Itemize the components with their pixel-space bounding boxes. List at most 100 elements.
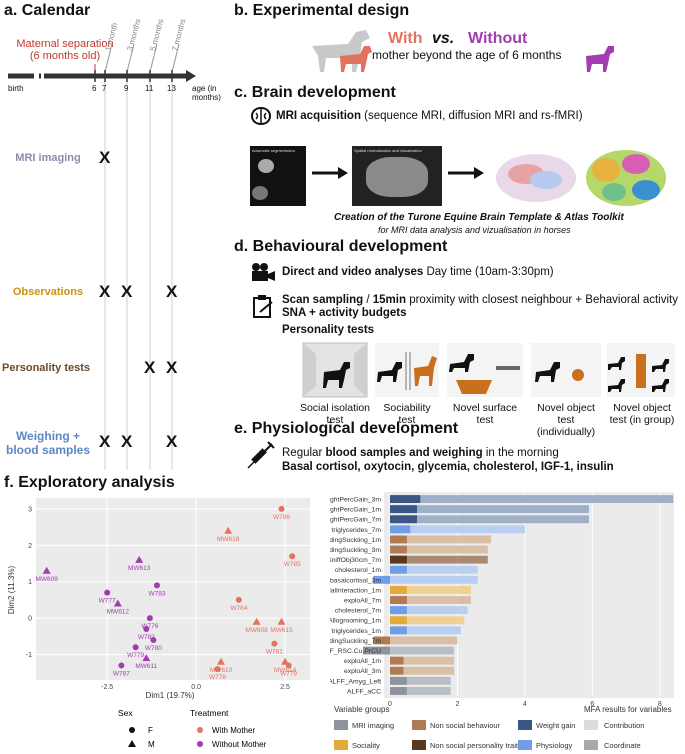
contribution-bar — [390, 646, 455, 655]
bar-category-label: exploAll_1m — [344, 658, 381, 665]
legend-sex-f-marker — [129, 727, 135, 733]
section-title-brain: c. Brain development — [234, 84, 396, 101]
bar-category-label: ALFF_RSC.Cu.PrCU — [330, 648, 381, 655]
scatter-ytick: 2 — [28, 543, 32, 550]
scatter-point-w778 — [214, 666, 221, 673]
variable-groups-title: Variable groups — [334, 705, 389, 714]
coordinate-bar — [390, 596, 407, 604]
mark-obs-13: X — [166, 282, 178, 301]
scatter-point-label: W777 — [99, 598, 116, 605]
legend-swatch-non-social-behaviour — [412, 720, 426, 730]
novel-object-individual-picto — [531, 343, 601, 397]
legend-group-label: Physiology — [536, 741, 573, 750]
tick-9: 9 — [124, 84, 129, 93]
scatter-point-w777 — [104, 589, 111, 596]
mfa-variables-plot: 02468weightPercGain_3mweightPercGain_1mw… — [330, 492, 674, 750]
scatter-panel — [36, 498, 310, 680]
contribution-bar — [390, 676, 451, 685]
bar-category-label: playingAllogrooming_1m — [330, 618, 381, 625]
bar-xtick: 2 — [455, 701, 459, 708]
test-novel-object-group: Novel object test (in group) — [609, 402, 675, 426]
coordinate-bar — [390, 505, 417, 514]
mfa-item-label: Contribution — [604, 721, 644, 730]
scatter-point-w776 — [146, 615, 153, 622]
birth-label: birth — [8, 84, 24, 93]
coordinate-bar — [390, 626, 407, 635]
contribution-bar — [390, 626, 461, 635]
mark-mri-7: X — [99, 148, 111, 167]
bar-category-label: feedingSuckling_1m — [330, 537, 381, 544]
contribution-bar — [390, 545, 488, 554]
contribution-bar — [390, 495, 674, 503]
sociability-picto — [375, 343, 439, 397]
direct-analyses: Direct and video analyses Day time (10am… — [282, 266, 554, 278]
scatter-point-label: W784 — [230, 605, 247, 612]
test-novel-surface: Novel surface test — [452, 402, 518, 426]
legend-group-label: MRI imaging — [352, 721, 394, 730]
design-without: Without — [468, 30, 528, 47]
bar-category-label: triglycerides_1m — [332, 628, 382, 635]
row-label-weighing: Weighing + blood samples — [5, 429, 91, 457]
bar-category-label: basalcortisol_3m — [330, 577, 381, 584]
contribution-bar — [390, 596, 471, 604]
age-axis-label: age (in months) — [192, 84, 221, 102]
legend-group-label: Sociality — [352, 741, 380, 750]
novel-object-group-picto — [607, 343, 675, 397]
scatter-point-label: W787 — [113, 670, 130, 677]
scatter-point-w785 — [289, 553, 296, 560]
section-title-physio: e. Physiological development — [234, 420, 459, 437]
scatter-point-label: W776 — [141, 623, 158, 630]
scatter-ytick: 1 — [28, 579, 32, 586]
contribution-bar — [390, 505, 589, 514]
scatter-point-w780 — [150, 636, 157, 643]
scatter-point-label: W778 — [209, 674, 226, 681]
arrow-right-icon — [312, 167, 348, 179]
mark-pers-11: X — [144, 358, 156, 377]
row-label-mri: MRI imaging — [15, 152, 81, 164]
foal-without-mother-icon — [586, 46, 614, 72]
arrow-right-icon-2 — [448, 167, 484, 179]
section-title-behaviour: d. Behavioural development — [234, 238, 448, 255]
scatter-point-mw612 — [113, 599, 122, 607]
normalization-image: Spatial normalization and visualization — [352, 146, 442, 206]
bar-category-label: exploAll_3m — [344, 668, 381, 675]
bar-category-label: ALFF_aCC — [347, 688, 381, 695]
mfa-results-title: MFA results for variables — [584, 705, 672, 714]
bar-category-label: ALFF_Amyg_Left — [330, 678, 381, 685]
row-label-observations: Observations — [12, 286, 84, 298]
coordinate-bar — [390, 565, 407, 574]
contribution-bar — [390, 666, 455, 675]
scatter-point-label: W782 — [138, 634, 155, 641]
mark-pers-13: X — [166, 358, 178, 377]
coordinate-bar — [390, 676, 407, 685]
scatter-point-label: W779 — [280, 670, 297, 677]
contribution-bar — [390, 535, 492, 544]
scatter-point-w779 — [132, 644, 139, 651]
bar-category-label: weightPercGain_7m — [330, 517, 381, 524]
section-title-exploratory: f. Exploratory analysis — [4, 474, 175, 491]
coordinate-bar — [390, 525, 411, 534]
mark-obs-9: X — [121, 282, 133, 301]
legend-without-mother-marker — [197, 741, 203, 747]
scatter-point-label: W779 — [127, 652, 144, 659]
scatter-point-w781 — [271, 640, 278, 647]
bar-category-label: weightPercGain_1m — [330, 507, 381, 514]
sna-budgets: SNA + activity budgets — [282, 307, 407, 319]
mark-weigh-13: X — [166, 432, 178, 451]
coordinate-bar — [363, 646, 390, 655]
scatter-point-mw613 — [135, 555, 144, 563]
atlas-caption: Creation of the Turone Equine Brain Temp… — [334, 212, 624, 223]
tick-11: 11 — [145, 84, 154, 93]
video-camera-icon — [252, 263, 275, 281]
scatter-point-mw614 — [281, 657, 290, 665]
legend-sex-f: F — [148, 726, 153, 735]
scatter-point-label: MW614 — [274, 667, 297, 674]
coordinate-bar — [390, 535, 407, 544]
bar-category-label: groupObjectLatSniffObj30cm_7m — [330, 557, 381, 564]
design-subtitle: mother beyond the age of 6 months — [372, 48, 562, 62]
contribution-bar — [390, 555, 488, 564]
coordinate-bar — [390, 515, 417, 524]
scatter-point-label: W783 — [148, 590, 165, 597]
bar-xtick: 6 — [590, 701, 594, 708]
personality-tests-title: Personality tests — [282, 324, 375, 336]
